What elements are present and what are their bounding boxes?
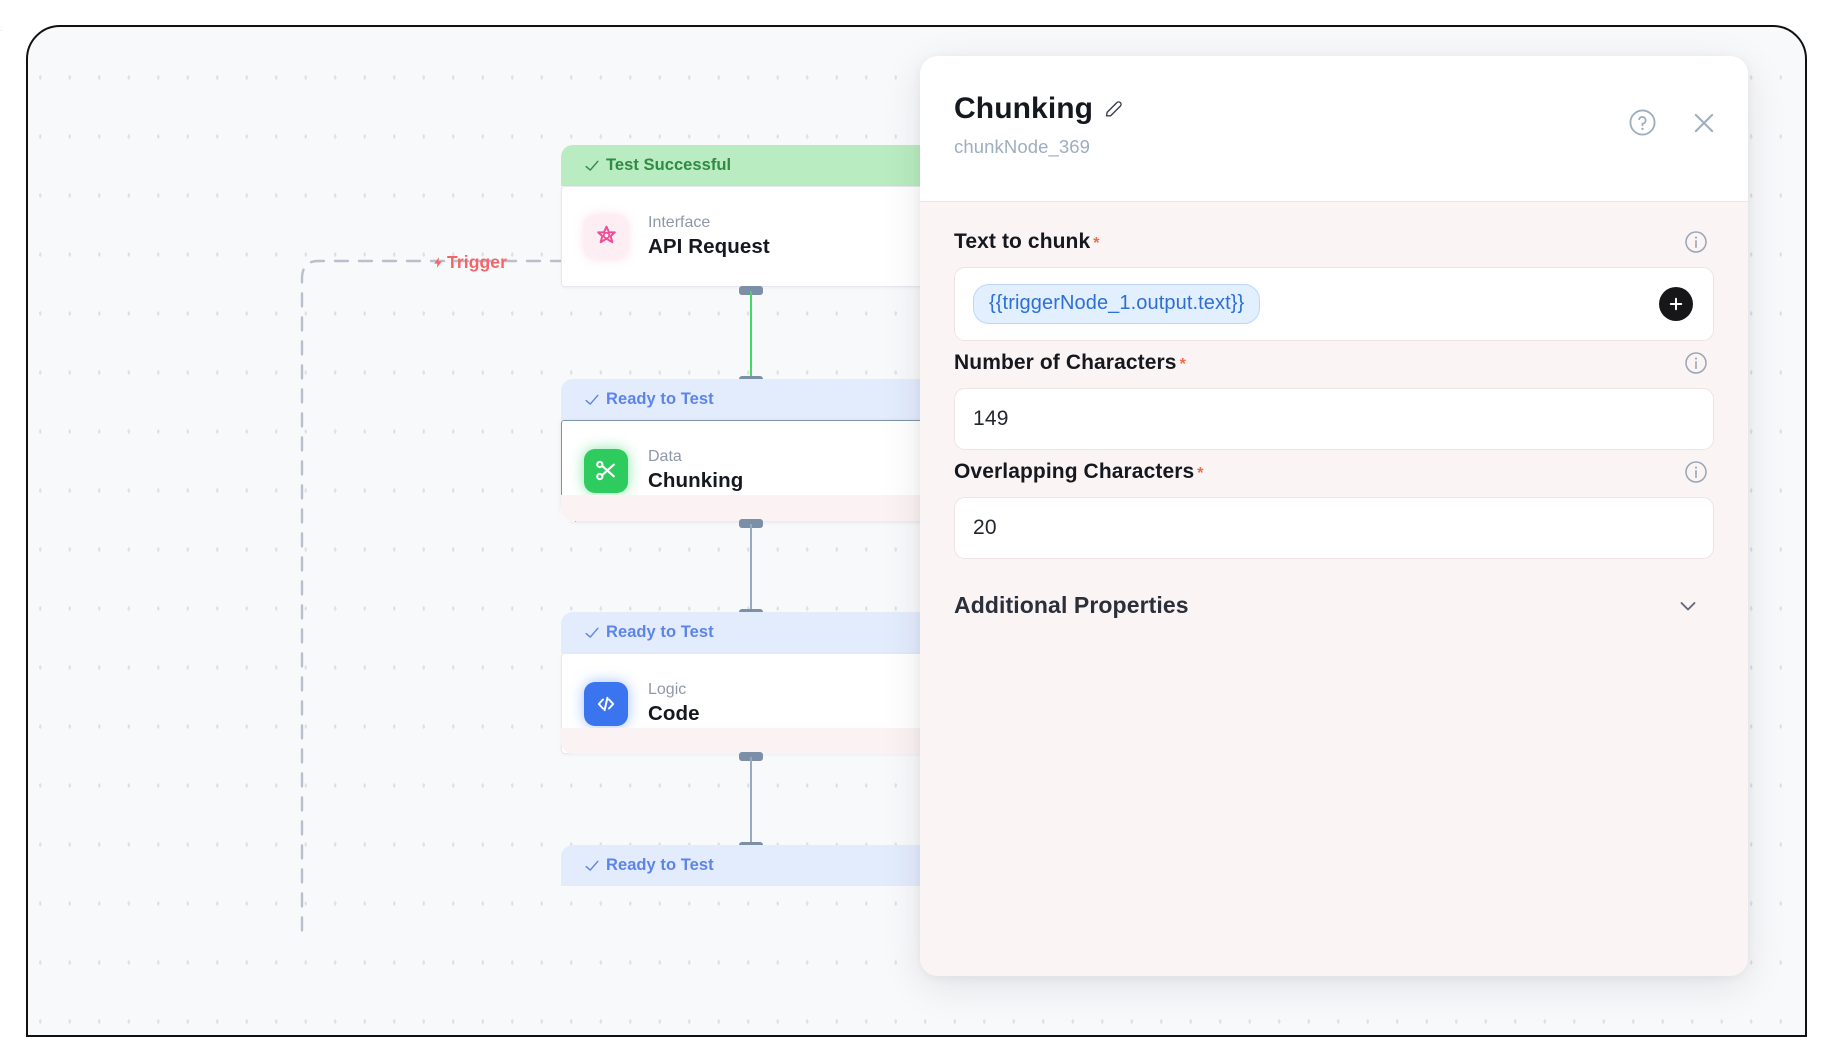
check-icon xyxy=(585,860,599,871)
edge-line-idle xyxy=(750,757,752,846)
node-settings-panel: Chunking chunkNode_369 xyxy=(920,56,1748,976)
panel-title-row: Chunking xyxy=(954,92,1748,126)
edge-cap-top xyxy=(739,286,763,295)
required-marker: * xyxy=(1093,235,1100,252)
panel-body: Text to chunk* {{triggerNode_1.output.te… xyxy=(920,202,1748,976)
trigger-label: Trigger xyxy=(432,252,507,273)
node-meta: Interface API Request xyxy=(648,214,770,260)
edge-api-to-chunking xyxy=(739,286,763,385)
node-status-banner-ready: Ready to Test xyxy=(561,845,939,886)
required-marker: * xyxy=(1179,356,1186,373)
check-icon xyxy=(585,394,599,405)
field-label: Text to chunk xyxy=(954,230,1091,253)
field-label-row: Number of Characters* xyxy=(954,351,1714,375)
node-chunking[interactable]: Ready to Test Data Chunking xyxy=(561,379,939,521)
field-label: Overlapping Characters xyxy=(954,460,1195,483)
node-body[interactable]: Interface API Request xyxy=(561,186,939,287)
trigger-label-text: Trigger xyxy=(447,252,508,272)
node-status-banner-ready: Ready to Test xyxy=(561,612,939,653)
field-number-of-characters: Number of Characters* 149 xyxy=(954,351,1714,450)
node-status-banner-ready: Ready to Test xyxy=(561,379,939,420)
node-footer-strip xyxy=(561,495,939,521)
panel-title: Chunking xyxy=(954,92,1094,125)
node-status-text: Ready to Test xyxy=(606,390,714,408)
lightning-bolt-icon xyxy=(434,257,442,268)
pencil-icon[interactable] xyxy=(1103,99,1124,120)
node-title: Chunking xyxy=(648,468,744,492)
node-status-text: Ready to Test xyxy=(606,856,714,874)
info-icon[interactable] xyxy=(1684,230,1708,254)
field-value: 149 xyxy=(973,407,1009,430)
check-icon xyxy=(585,160,599,171)
help-circle-icon[interactable] xyxy=(1628,108,1657,137)
node-meta: Data Chunking xyxy=(648,448,743,494)
field-text-to-chunk: Text to chunk* {{triggerNode_1.output.te… xyxy=(954,230,1714,341)
edge-cap-top xyxy=(739,752,763,761)
edge-line-idle xyxy=(750,524,752,613)
panel-node-id: chunkNode_369 xyxy=(954,136,1091,157)
additional-properties-label: Additional Properties xyxy=(954,592,1189,618)
field-overlapping-characters: Overlapping Characters* 20 xyxy=(954,460,1714,559)
node-status-banner-success: Test Successful xyxy=(561,145,939,186)
node-category: Logic xyxy=(648,680,687,698)
panel-divider xyxy=(920,201,1748,202)
field-label: Number of Characters xyxy=(954,351,1177,374)
edge-line-active xyxy=(750,291,752,380)
field-label-wrap: Text to chunk* xyxy=(954,230,1100,254)
edge-chunking-to-code xyxy=(739,519,763,618)
node-meta: Logic Code xyxy=(648,681,700,727)
info-icon[interactable] xyxy=(1684,351,1708,375)
node-next-partial[interactable]: Ready to Test xyxy=(561,845,939,886)
node-code[interactable]: Ready to Test Logic Code xyxy=(561,612,939,754)
overlapping-characters-input[interactable]: 20 xyxy=(954,497,1714,559)
text-to-chunk-input[interactable]: {{triggerNode_1.output.text}} xyxy=(954,267,1714,341)
info-icon[interactable] xyxy=(1684,460,1708,484)
node-title: API Request xyxy=(648,234,770,258)
scissors-icon xyxy=(584,448,628,493)
close-icon[interactable] xyxy=(1689,108,1718,137)
node-title: Code xyxy=(648,701,700,725)
variable-token[interactable]: {{triggerNode_1.output.text}} xyxy=(973,284,1261,324)
edge-cap-top xyxy=(739,519,763,528)
required-marker: * xyxy=(1197,465,1204,482)
add-variable-button[interactable] xyxy=(1659,287,1693,321)
chevron-down-icon[interactable] xyxy=(1676,594,1700,618)
code-brackets-icon xyxy=(584,681,628,726)
field-value: 20 xyxy=(973,516,997,539)
check-icon xyxy=(585,627,599,638)
node-api-request[interactable]: Test Successful Interface API Request xyxy=(561,145,939,287)
edge-code-to-next xyxy=(739,752,763,851)
node-status-text: Test Successful xyxy=(606,156,732,174)
node-category: Data xyxy=(648,447,682,465)
additional-properties-toggle[interactable]: Additional Properties xyxy=(954,592,1714,619)
field-label-wrap: Overlapping Characters* xyxy=(954,460,1204,484)
field-label-wrap: Number of Characters* xyxy=(954,351,1186,375)
panel-actions xyxy=(1628,108,1718,137)
field-label-row: Overlapping Characters* xyxy=(954,460,1714,484)
api-star-icon xyxy=(584,214,628,259)
node-category: Interface xyxy=(648,213,711,231)
field-label-row: Text to chunk* xyxy=(954,230,1714,254)
number-of-characters-input[interactable]: 149 xyxy=(954,388,1714,450)
node-status-text: Ready to Test xyxy=(606,623,714,641)
node-footer-strip xyxy=(561,728,939,754)
panel-header: Chunking chunkNode_369 xyxy=(920,56,1748,201)
